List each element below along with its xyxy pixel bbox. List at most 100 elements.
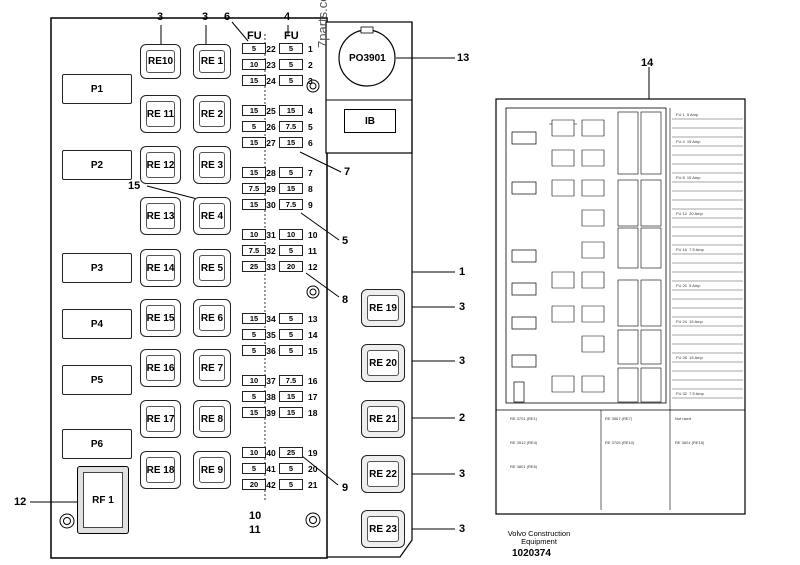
relay-re15: RE 15 [140, 299, 181, 337]
callout-13: 13 [457, 52, 470, 64]
callout-1: 1 [459, 266, 466, 278]
fuse-position-left: 41 [266, 464, 276, 474]
relay-re13: RE 13 [140, 197, 181, 235]
fuse-position-right: 15 [308, 346, 318, 356]
callout-3b: 3 [202, 11, 209, 23]
fuse-position-left: 37 [266, 376, 276, 386]
callout-11: 11 [249, 524, 261, 536]
connector-p6: P6 [62, 429, 132, 459]
callout-4: 4 [284, 11, 291, 23]
fuse-position-right: 16 [308, 376, 318, 386]
fuse-position-right: 10 [308, 230, 318, 240]
callout-8: 8 [342, 294, 349, 306]
caption-line2: Equipment [521, 537, 557, 546]
relay-rf1: RF 1 [77, 466, 129, 534]
fuse-position-left: 36 [266, 346, 276, 356]
fuse-rating-right: 7.5 [279, 375, 303, 386]
fuse-rating-right: 5 [279, 43, 303, 54]
fuse-position-left: 30 [266, 200, 276, 210]
callout-3c: 3 [459, 301, 466, 313]
manufacturer-caption: Volvo Construction Equipment [504, 530, 574, 546]
fuse-position-right: 7 [308, 168, 313, 178]
fuse-position-left: 39 [266, 408, 276, 418]
caption-line1: Volvo Construction [507, 529, 571, 538]
fuse-position-right: 13 [308, 314, 318, 324]
callout-2: 2 [459, 412, 466, 424]
fuse-position-left: 29 [266, 184, 276, 194]
fuse-rating-left: 5 [242, 345, 266, 356]
callout-3e: 3 [459, 468, 466, 480]
fuse-rating-left: 5 [242, 463, 266, 474]
fuse-position-left: 23 [266, 60, 276, 70]
fuse-rating-right: 5 [279, 245, 303, 256]
fuse-rating-right: 5 [279, 345, 303, 356]
fuse-position-right: 5 [308, 122, 313, 132]
relay-re2: RE 2 [193, 95, 231, 133]
fuse-rating-left: 5 [242, 391, 266, 402]
fuse-position-right: 6 [308, 138, 313, 148]
fuse-rating-right: 5 [279, 167, 303, 178]
callout-5: 5 [342, 235, 349, 247]
fuse-position-left: 24 [266, 76, 276, 86]
fuse-position-right: 11 [308, 246, 317, 256]
callout-3f: 3 [459, 523, 466, 535]
fu-header-left: FU [247, 30, 262, 42]
fuse-rating-right: 7.5 [279, 121, 303, 132]
fuse-position-right: 12 [308, 262, 318, 272]
ib-module: IB [344, 109, 396, 133]
relay-re21: RE 21 [361, 400, 405, 438]
fuse-rating-left: 15 [242, 105, 266, 116]
fuse-rating-right: 5 [279, 59, 303, 70]
callout-14: 14 [641, 57, 654, 69]
fuse-rating-left: 5 [242, 121, 266, 132]
callout-6: 6 [224, 11, 231, 23]
fu-header-right: FU [284, 30, 299, 42]
po3901-label: PO3901 [349, 53, 386, 64]
fuse-rating-right: 5 [279, 463, 303, 474]
fuse-rating-right: 5 [279, 313, 303, 324]
relay-re4: RE 4 [193, 197, 231, 235]
fuse-rating-left: 10 [242, 375, 266, 386]
fuse-rating-right: 15 [279, 391, 303, 402]
fuse-position-left: 34 [266, 314, 276, 324]
fuse-position-left: 40 [266, 448, 276, 458]
fuse-rating-left: 15 [242, 75, 266, 86]
fuse-rating-left: 10 [242, 447, 266, 458]
fuse-rating-left: 7.5 [242, 183, 266, 194]
callout-10: 10 [249, 510, 262, 522]
figure-number: 1020374 [512, 548, 551, 559]
fuse-rating-right: 15 [279, 137, 303, 148]
fuse-rating-left: 15 [242, 407, 266, 418]
callout-7: 7 [344, 166, 351, 178]
relay-re12: RE 12 [140, 146, 181, 184]
fuse-position-right: 21 [308, 480, 318, 490]
fuse-rating-left: 15 [242, 167, 266, 178]
relay-re8: RE 8 [193, 400, 231, 438]
fuse-position-right: 1 [308, 44, 313, 54]
fuse-position-left: 42 [266, 480, 276, 490]
overview-drawing [495, 98, 746, 515]
fuse-position-right: 9 [308, 200, 313, 210]
relay-re18: RE 18 [140, 451, 181, 489]
connector-p1: P1 [62, 74, 132, 104]
relay-re6: RE 6 [193, 299, 231, 337]
connector-p2: P2 [62, 150, 132, 180]
relay-re19: RE 19 [361, 289, 405, 327]
fuse-rating-left: 15 [242, 313, 266, 324]
cover-outline [327, 22, 413, 558]
fuse-rating-left: 15 [242, 137, 266, 148]
relay-re9: RE 9 [193, 451, 231, 489]
relay-re23: RE 23 [361, 510, 405, 548]
watermark: 7parts.com [315, 0, 330, 48]
relay-re5: RE 5 [193, 249, 231, 287]
relay-re3: RE 3 [193, 146, 231, 184]
fuse-position-right: 19 [308, 448, 318, 458]
fuse-rating-right: 5 [279, 75, 303, 86]
fuse-position-right: 2 [308, 60, 313, 70]
fuse-rating-left: 10 [242, 59, 266, 70]
callout-12: 12 [14, 496, 27, 508]
fuse-rating-left: 5 [242, 329, 266, 340]
fuse-rating-right: 15 [279, 183, 303, 194]
fuse-position-left: 31 [266, 230, 276, 240]
fuse-rating-left: 7.5 [242, 245, 266, 256]
